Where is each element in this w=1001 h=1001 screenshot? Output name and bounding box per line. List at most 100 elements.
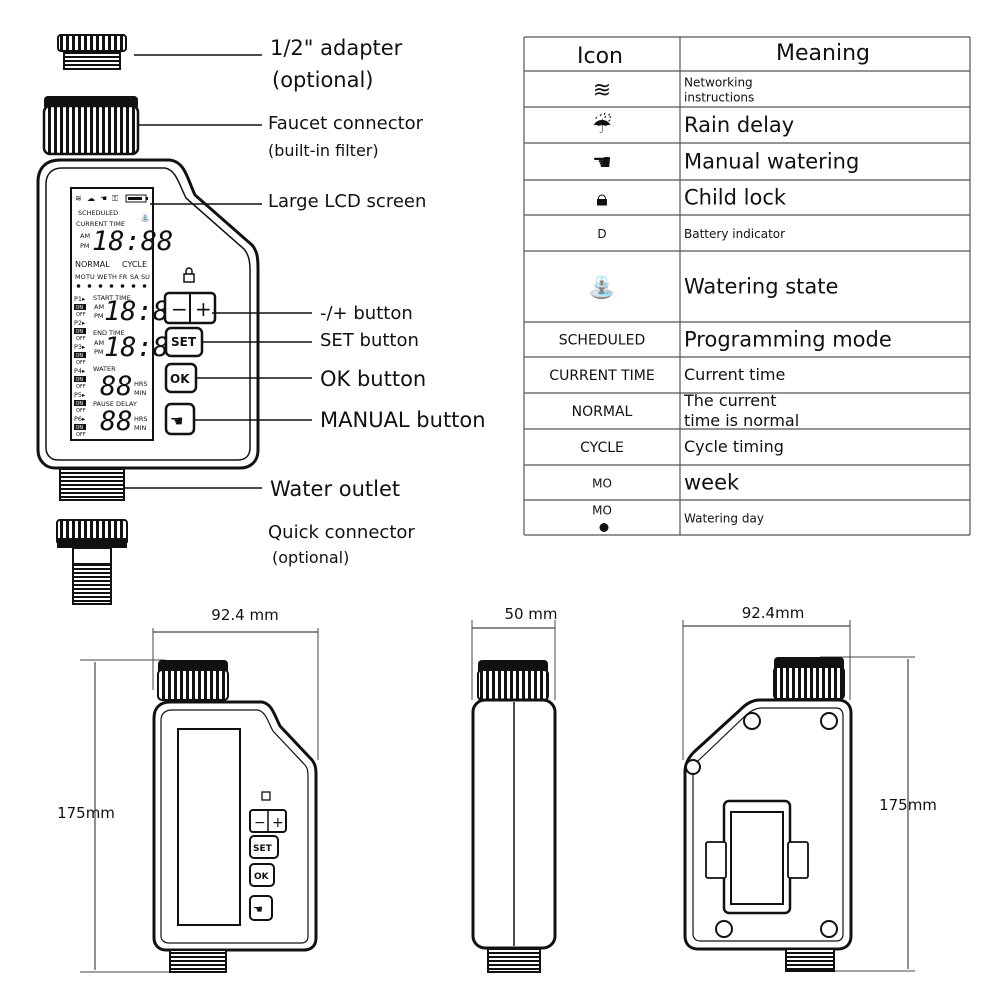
front-set-label: SET xyxy=(253,844,273,854)
table-row-meaning: Rain delay xyxy=(684,113,794,137)
drop-icon xyxy=(599,523,609,532)
lcd-program-column: P1▸ONOFFP2▸ONOFFP3▸ONOFFP4▸ONOFFP5▸ONOFF… xyxy=(74,295,86,438)
lcd-on-text: ON xyxy=(76,305,84,311)
lcd-program-p1: P1▸ xyxy=(74,295,86,303)
plus-label: + xyxy=(195,297,212,321)
lcd-end-pm: PM xyxy=(94,348,104,356)
front-plus-label: + xyxy=(272,815,284,831)
lcd-pause-hrs: HRS xyxy=(134,415,148,423)
outlet-label: Water outlet xyxy=(270,477,400,501)
lcd-day-drop-icon xyxy=(120,284,125,288)
minus-label: − xyxy=(171,297,188,321)
side-width-label: 50 mm xyxy=(504,605,557,623)
lcd-on-text: ON xyxy=(76,377,84,383)
lcd-program-p6: P6▸ xyxy=(74,415,86,423)
table-row-meaning: instructions xyxy=(684,91,754,105)
lcd-cycle: CYCLE xyxy=(122,260,147,269)
lcd-off-text: OFF xyxy=(76,312,86,318)
lcd-day-mo: MO xyxy=(75,273,86,281)
minus-plus-button[interactable]: − + xyxy=(163,291,217,325)
front-height-label: 175mm xyxy=(57,804,115,822)
lcd-water-hrs: HRS xyxy=(134,380,148,388)
ok-callout-label: OK button xyxy=(320,367,426,391)
table-header-icon: Icon xyxy=(577,44,623,69)
table-row: ☚ Manual watering xyxy=(592,150,859,176)
table-row: CURRENT TIME Current time xyxy=(549,365,785,384)
lock-indicator-icon xyxy=(183,267,195,283)
table-row-meaning: Networking xyxy=(684,76,753,90)
lcd-on-badge xyxy=(74,328,86,334)
lcd-off-text: OFF xyxy=(76,336,86,342)
table-row: ☔Rain delay xyxy=(592,112,794,139)
wifi-icon: ≋ xyxy=(593,78,611,103)
lcd-start-pm: PM xyxy=(94,312,104,320)
faucet-label: Faucet connector xyxy=(268,113,424,134)
lcd-water-min: MIN xyxy=(134,389,147,397)
lcd-program-p5: P5▸ xyxy=(74,391,86,399)
table-row-code: SCHEDULED xyxy=(559,333,646,349)
table-row-code: CYCLE xyxy=(580,440,624,456)
faucet-connector-part xyxy=(42,96,140,156)
table-row-code: CURRENT TIME xyxy=(549,368,654,384)
faucet-icon: ⛲ xyxy=(588,275,615,301)
callout-lines xyxy=(124,54,312,489)
front-minus-label: − xyxy=(254,815,266,831)
ok-button[interactable]: OK xyxy=(164,362,198,394)
table-row-code: MO xyxy=(592,477,612,491)
lcd-on-badge xyxy=(74,352,86,358)
table-row-meaning: Watering state xyxy=(684,275,838,299)
lcd-pause-digits: 88 xyxy=(100,406,133,437)
lcd-day-th: TH xyxy=(107,273,117,281)
lcd-day-fr: FR xyxy=(119,273,128,281)
set-button[interactable]: SET xyxy=(164,326,204,358)
lcd-water-digits: 88 xyxy=(100,371,133,402)
lcd-am: AM xyxy=(80,232,90,240)
lcd-program-p4: P4▸ xyxy=(74,367,86,375)
table-row-meaning: Watering day xyxy=(684,512,764,526)
lock-icon: ⚿ xyxy=(112,194,118,203)
lcd-pause-min: MIN xyxy=(134,424,147,432)
hand-icon: ☚ xyxy=(592,151,612,176)
lcd-program-p3: P3▸ xyxy=(74,343,86,351)
table-row: ⛲ Watering state xyxy=(588,275,838,301)
main-device-illustration: ≋ ☁ ☚ ⚿ SCHEDULED CURRENT TIME ⛲ AM PM 1… xyxy=(36,34,486,605)
lcd-on-badge xyxy=(74,424,86,430)
quick-connector-part xyxy=(56,519,128,605)
lcd-end-am: AM xyxy=(94,339,104,347)
side-view: 50 mm xyxy=(471,605,558,973)
lcd-day-drop-icon xyxy=(87,284,92,288)
wifi-icon: ≋ xyxy=(75,194,82,203)
water-outlet-part xyxy=(59,467,125,501)
lcd-on-text: ON xyxy=(76,425,84,431)
quick-note: (optional) xyxy=(272,548,349,567)
adapter-note: (optional) xyxy=(272,68,374,92)
front-view: 92.4 mm 175mm − + SET OK ☚ xyxy=(57,606,319,973)
manual-button[interactable]: ☚ xyxy=(164,402,196,436)
lcd-on-text: ON xyxy=(76,401,84,407)
table-row: MO Watering day xyxy=(592,504,764,532)
table-row-code: NORMAL xyxy=(572,404,633,420)
front-ok-label: OK xyxy=(254,872,270,882)
lcd-pause-delay: PAUSE DELAY xyxy=(93,400,137,408)
lcd-day-drop-icon xyxy=(76,284,81,288)
lcd-on-badge xyxy=(74,304,86,310)
lock-icon: 🔒︎ xyxy=(596,187,608,212)
table-row-code: MO xyxy=(592,504,612,518)
lcd-normal: NORMAL xyxy=(75,260,110,269)
lcd-day-we: WE xyxy=(97,273,108,281)
hand-icon: ☚ xyxy=(100,194,107,203)
table-row-meaning: Manual watering xyxy=(684,150,859,174)
lcd-program-p2: P2▸ xyxy=(74,319,86,327)
table-row: 🔒︎Child lock xyxy=(596,186,787,212)
table-row-meaning: Programming mode xyxy=(684,328,892,352)
table-row: SCHEDULED Programming mode xyxy=(559,328,892,352)
faucet-icon: ⛲ xyxy=(140,212,150,222)
lcd-off-text: OFF xyxy=(76,408,86,414)
table-row-meaning: Current time xyxy=(684,365,785,384)
table-header-meaning: Meaning xyxy=(776,41,870,66)
